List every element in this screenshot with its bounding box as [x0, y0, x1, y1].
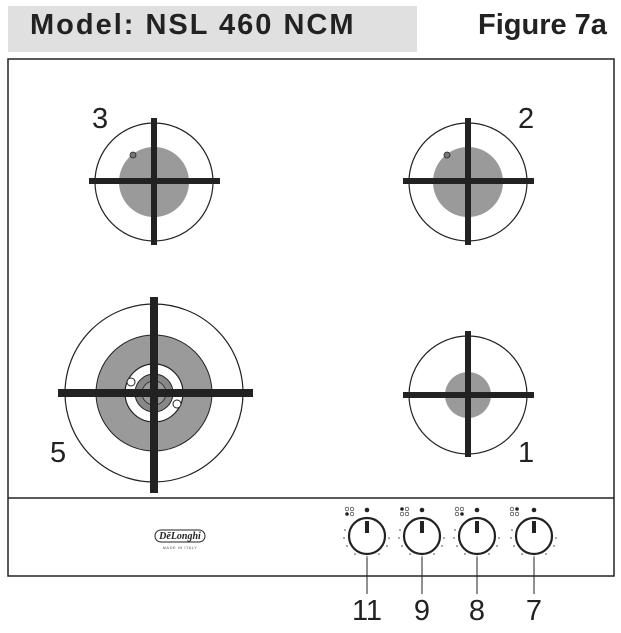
burner-top-right: [403, 118, 534, 245]
burner-bottom-left: [58, 297, 253, 493]
svg-text:DēLonghi: DēLonghi: [158, 531, 201, 542]
burner-number-bottom-left: 5: [50, 437, 66, 469]
hob-outline: [7, 58, 615, 577]
burner-bottom-right: [403, 331, 534, 457]
knob-number-8: 8: [469, 595, 485, 627]
knob-number-11: 11: [352, 595, 382, 627]
model-label: Model: NSL 460 NCM: [30, 9, 356, 41]
brand-logo: DēLonghi: [154, 529, 206, 543]
knob-number-7: 7: [526, 595, 542, 627]
figure-label: Figure 7a: [478, 9, 607, 41]
control-knob-8[interactable]: [453, 506, 500, 594]
control-knob-7[interactable]: [509, 506, 557, 594]
knob-number-9: 9: [414, 595, 430, 627]
burner-number-bottom-right: 1: [518, 437, 534, 469]
burner-number-top-left: 3: [92, 103, 108, 135]
control-knob-11[interactable]: [343, 506, 390, 594]
made-in-label: MADE IN ITALY: [163, 545, 198, 550]
model-label-box: [8, 6, 417, 52]
burner-top-left: [89, 118, 220, 245]
control-knob-9[interactable]: [398, 506, 445, 594]
burner-number-top-right: 2: [518, 103, 534, 135]
